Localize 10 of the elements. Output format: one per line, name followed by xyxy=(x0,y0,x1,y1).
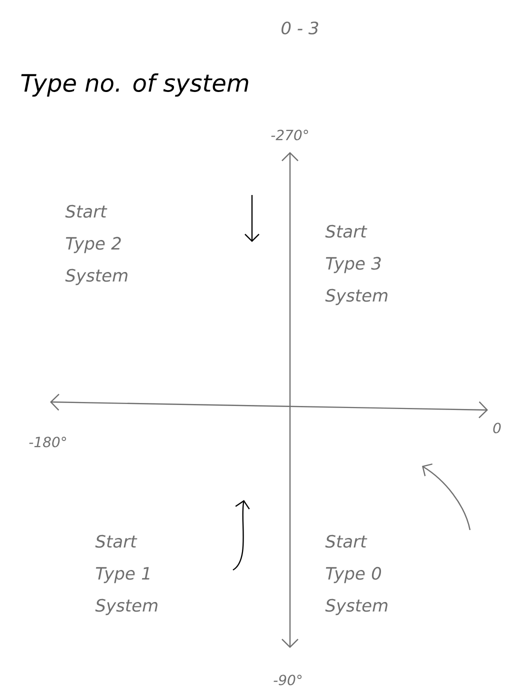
axis-label: -270° xyxy=(271,130,308,140)
quadrant-note: Start Type 0 System xyxy=(325,534,388,616)
axis-label: 0 xyxy=(493,422,501,434)
quadrant-note: Start Type 1 System xyxy=(95,534,158,616)
quadrant-note: Start Type 3 System xyxy=(325,224,388,306)
axis-label: -180° xyxy=(29,436,66,448)
page-note: 0 - 3 xyxy=(282,22,318,34)
axis-label: -90° xyxy=(274,674,302,686)
quadrant-note: Start Type 2 System xyxy=(65,204,128,286)
title: Type no. of system xyxy=(21,73,248,97)
